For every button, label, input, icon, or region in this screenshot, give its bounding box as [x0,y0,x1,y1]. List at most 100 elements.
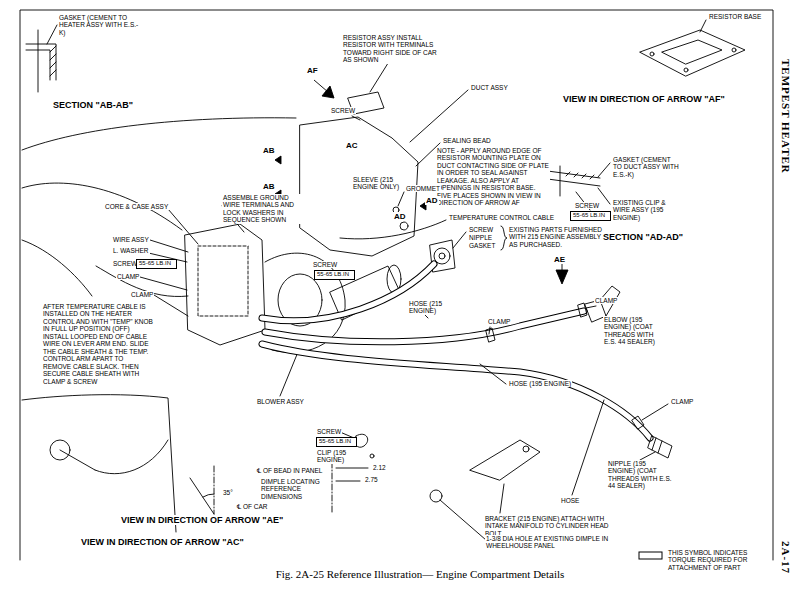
section-letter: AB [262,146,276,155]
part-label: CLAMP [487,318,511,325]
part-label: HOSE (215 ENGINE) [408,300,450,315]
part-label: L. WASHER [112,247,150,254]
view-arrow-letter: AF [306,66,319,75]
temperature-control-cable [340,220,446,239]
bracket [470,440,540,480]
view-heading: VIEW IN DIRECTION OF ARROW "AF" [562,94,726,104]
leader-line [398,192,404,206]
leader-line [500,484,504,513]
part-label: BLOWER ASSY [256,398,305,405]
part-label: CORE & CASE ASSY [104,203,169,210]
page-frame [20,10,773,560]
section-heading: SECTION "AD-AD" [602,232,684,242]
gasket-hatch [566,172,594,179]
temperature-control-cable [95,440,168,474]
view-heading: VIEW IN DIRECTION OF ARROW "AE" [120,515,284,525]
centerline [214,466,215,514]
angle-line [190,478,214,514]
duct-assy [300,117,418,256]
section-heading: SECTION "AB-AB" [52,100,134,110]
leader-line [489,327,490,334]
leader-line [586,306,596,308]
leader-line [480,364,506,384]
part-label: SCREW [574,202,600,209]
sealing-point [650,52,654,56]
part-label: GASKET (CEMENT TO DUCT ASSY WITH E.S.-K) [612,156,680,178]
centerline [332,462,333,512]
torque-box: 55-65 LB.IN [314,270,355,280]
resistor-base-plate [662,40,722,64]
hose-inner [262,344,650,438]
sealing-point [684,68,688,72]
torque-symbol-box [639,552,662,559]
lever-arm [60,450,95,470]
torque-box: 55-65 LB.IN [136,259,177,269]
part-label: ELBOW (195 ENGINE) (COAT THREADS WITH E.… [603,316,667,346]
fitting-nipple [439,253,445,259]
fender-outline [22,118,296,150]
part-label: NIPPLE (195 ENGINE) (COAT THREADS WITH E… [607,460,673,490]
part-label: DUCT ASSY [470,84,509,91]
note-text: AFTER TEMPERATURE CABLE IS INSTALLED ON … [42,303,154,385]
hose-inner [265,311,584,342]
part-label: GASKET (CEMENT TO HEATER ASSY WITH E.S.-… [58,14,140,36]
leader-line [150,240,188,252]
part-label: CLAMP [670,398,694,405]
part-label: TEMPERATURE CONTROL CABLE [448,214,555,221]
wheelhouse-panel [22,395,176,532]
dimension: 35° [222,489,234,496]
hose-clamp [578,303,587,317]
note-text: EXISTING PARTS FURNISHED WITH 215 ENGINE… [508,226,604,248]
legend-entry: THIS SYMBOL INDICATES TORQUE REQUIRED FO… [638,549,768,571]
heater-core [198,246,248,316]
nipple [648,436,672,458]
leader-line [168,209,198,244]
part-label: CLAMP [130,291,154,298]
part-label: SCREW [312,261,338,268]
section-letter: AD [425,196,439,205]
view-arrow-letter: AE [553,255,566,264]
leader-line [352,116,360,120]
figure-caption: Fig. 2A-25 Reference Illustration— Engin… [230,568,610,580]
gasket-hatch [50,46,56,76]
torque-value: 55-65 LB.IN [137,260,176,267]
hose-clamp [486,328,495,342]
torque-value: 55-65 LB.IN [315,271,354,278]
part-label: SCREW [316,428,342,435]
part-label: 1-3/8 DIA HOLE AT EXISTING DIMPLE IN WHE… [485,535,611,550]
dimension: 2.75 [364,476,379,483]
torque-value: 55-65 LB.IN [317,438,356,445]
leader-line [370,60,390,92]
leader-line [154,295,188,316]
reference-label: ℄ OF BEAD IN PANEL [256,467,323,474]
reference-label: DIMPLE LOCATING REFERENCE DIMENSIONS [260,478,326,500]
torque-box: 55-65 LB.IN [570,211,611,221]
hose-outline [262,344,650,438]
dimension: 2.12 [372,464,387,471]
part-label: SCREW [112,260,138,267]
angle-arc [203,494,214,497]
torque-symbol [638,551,664,561]
view-arrow [556,264,568,284]
resistor-base [640,30,745,76]
hose-clamp [632,416,644,429]
bolt-hole [523,446,529,452]
part-label: EXISTING CLIP & WIRE ASSY (195 ENGINE) [612,199,678,221]
part-label: CLAMP [594,297,618,304]
grommet [400,222,408,230]
legend-text: THIS SYMBOL INDICATES TORQUE REQUIRED FO… [668,549,768,571]
part-label: CLIP (195 ENGINE) [316,449,352,464]
leader-line [280,352,298,396]
dimple [370,454,374,458]
brace [501,226,507,250]
section-letter: AD [393,212,407,221]
section-sketch [26,30,56,92]
leader-line [640,452,655,460]
leader-line [47,25,57,44]
torque-value: 55-65 LB.IN [571,212,610,219]
leader-line [598,163,610,177]
leader-line [410,90,468,142]
part-label: NIPPLE [468,234,493,241]
